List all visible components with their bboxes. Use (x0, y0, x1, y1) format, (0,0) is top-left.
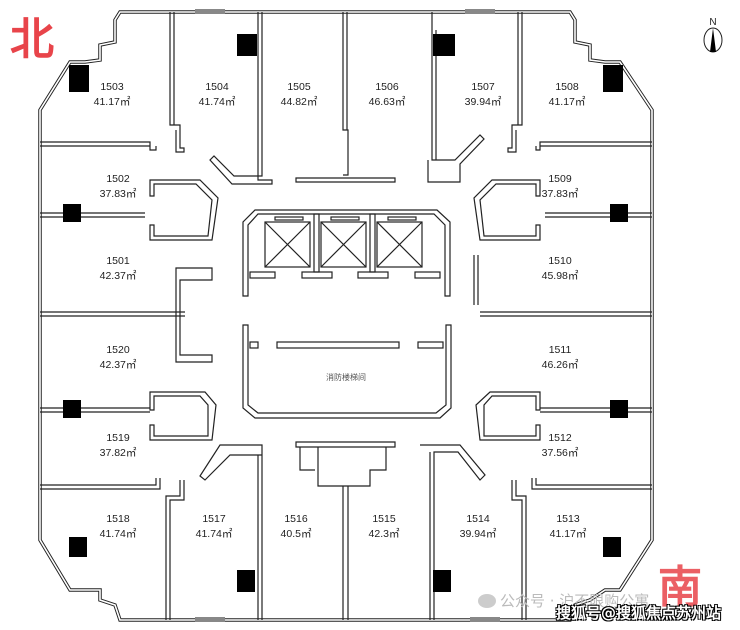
stair-label: 消防楼梯间 (326, 372, 366, 382)
unit-1518: 1518 41.74㎡ (100, 513, 137, 540)
unit-1520: 1520 42.37㎡ (100, 344, 137, 371)
unit-area: 42.3㎡ (369, 528, 400, 540)
window (470, 617, 500, 622)
unit-area: 39.94㎡ (460, 528, 497, 540)
window (195, 617, 225, 622)
unit-1503: 1503 41.17㎡ (94, 81, 131, 108)
unit-1501: 1501 42.37㎡ (100, 255, 137, 282)
unit-area: 41.74㎡ (196, 528, 233, 540)
unit-1508: 1508 41.17㎡ (549, 81, 586, 108)
unit-1513: 1513 41.17㎡ (550, 513, 587, 540)
wechat-icon (478, 594, 496, 608)
unit-1516: 1516 40.5㎡ (281, 513, 312, 540)
unit-area: 42.37㎡ (100, 270, 137, 282)
unit-area: 40.5㎡ (281, 528, 312, 540)
unit-number: 1508 (555, 81, 579, 93)
unit-area: 37.56㎡ (542, 447, 579, 459)
unit-1504: 1504 41.74㎡ (199, 81, 236, 108)
unit-area: 37.83㎡ (542, 188, 579, 200)
svg-text:N: N (709, 17, 716, 28)
unit-area: 44.82㎡ (281, 96, 318, 108)
unit-number: 1518 (106, 513, 130, 525)
unit-1505: 1505 44.82㎡ (281, 81, 318, 108)
unit-area: 37.82㎡ (100, 447, 137, 459)
unit-1512: 1512 37.56㎡ (542, 432, 579, 459)
elevator-shaft (264, 221, 423, 268)
unit-number: 1501 (106, 255, 130, 267)
unit-area: 41.17㎡ (94, 96, 131, 108)
unit-number: 1509 (548, 173, 572, 185)
unit-area: 42.37㎡ (100, 359, 137, 371)
unit-number: 1512 (548, 432, 572, 444)
unit-1514: 1514 39.94㎡ (460, 513, 497, 540)
elevator-core (242, 209, 451, 297)
unit-number: 1506 (375, 81, 399, 93)
unit-area: 39.94㎡ (465, 96, 502, 108)
partition-walls (40, 12, 652, 620)
unit-number: 1517 (202, 513, 226, 525)
north-label: 北 (10, 14, 54, 65)
fire-stair (242, 324, 452, 419)
structural-columns (63, 34, 628, 592)
unit-labels: 1503 41.17㎡ 1504 41.74㎡ 1505 44.82㎡ 1506 46.63㎡… (94, 81, 587, 540)
unit-1515: 1515 42.3㎡ (369, 513, 400, 540)
unit-number: 1519 (106, 432, 130, 444)
unit-number: 1520 (106, 344, 130, 356)
unit-area: 41.74㎡ (199, 96, 236, 108)
unit-1511: 1511 46.26㎡ (542, 344, 579, 371)
unit-1510: 1510 45.98㎡ (542, 255, 579, 282)
unit-number: 1511 (549, 344, 572, 356)
unit-number: 1513 (556, 513, 580, 525)
unit-1506: 1506 46.63㎡ (369, 81, 406, 108)
unit-1509: 1509 37.83㎡ (542, 173, 579, 200)
unit-area: 46.26㎡ (542, 359, 579, 371)
unit-number: 1510 (548, 255, 572, 267)
unit-1507: 1507 39.94㎡ (465, 81, 502, 108)
wechat-watermark: 公众号 · 沪不限购公寓 (478, 590, 649, 611)
south-label: 南 (658, 562, 702, 613)
unit-number: 1502 (106, 173, 130, 185)
sohu-watermark: 搜狐号@搜狐焦点苏州站 (556, 604, 722, 622)
unit-1502: 1502 37.83㎡ (100, 173, 137, 200)
unit-1519: 1519 37.82㎡ (100, 432, 137, 459)
unit-number: 1515 (372, 513, 396, 525)
north-compass-icon: N (703, 17, 723, 53)
window (465, 9, 495, 14)
unit-number: 1507 (471, 81, 495, 93)
unit-number: 1514 (466, 513, 490, 525)
unit-area: 41.17㎡ (550, 528, 587, 540)
unit-number: 1503 (100, 81, 124, 93)
unit-1517: 1517 41.74㎡ (196, 513, 233, 540)
unit-area: 41.17㎡ (549, 96, 586, 108)
unit-area: 37.83㎡ (100, 188, 137, 200)
unit-area: 45.98㎡ (542, 270, 579, 282)
window (195, 9, 225, 14)
unit-number: 1504 (205, 81, 229, 93)
unit-area: 41.74㎡ (100, 528, 137, 540)
unit-number: 1505 (287, 81, 311, 93)
unit-number: 1516 (284, 513, 308, 525)
unit-area: 46.63㎡ (369, 96, 406, 108)
